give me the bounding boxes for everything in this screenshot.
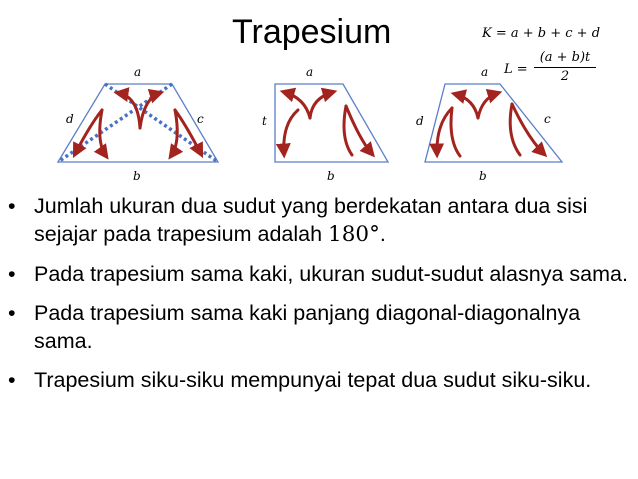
area-formula-numerator: (a + b)t [534,50,596,68]
slide-title: Trapesium [232,13,392,51]
side-label-b: b [327,169,335,183]
area-formula-fraction: (a + b)t 2 [534,50,596,85]
bullet-icon: • [8,301,16,325]
angle-arrow [138,88,165,130]
area-formula-denominator: 2 [560,69,570,84]
bullet-text: Jumlah ukuran dua sudut yang berdekatan … [34,194,588,246]
angle-arrow [476,88,503,120]
angle-arrow [508,102,522,157]
trapezoid-diagrams: a b d c a b t [56,65,564,183]
angle-arrow [308,87,338,120]
angle-arrow [510,102,548,158]
angle-arrow [449,106,462,158]
bullet-item: • Pada trapesium sama kaki, ukuran sudut-… [8,260,633,288]
angle-arrow [168,108,184,160]
angle-arrow [344,104,375,158]
bullet-text: Pada trapesium sama kaki panjang diagona… [34,301,581,353]
side-label-a: a [481,65,488,79]
bullet-item: • Pada trapesium sama kaki panjang diagon… [8,299,633,355]
side-label-t: t [262,114,267,128]
bullet-math: 180° [328,222,380,247]
side-label-c: c [197,112,204,126]
bullet-text: Pada trapesium sama kaki, ukuran sudut-s… [34,262,628,286]
isosceles-trapezoid-diagram: a b d c [56,65,220,183]
angle-arrow [275,108,300,159]
trapezoid-outline [274,83,390,163]
bullet-text: Trapesium siku-siku mempunyai tepat dua … [34,368,592,392]
angle-arrow [342,104,354,157]
trapezoid-outline [424,83,564,163]
bullet-icon: • [8,194,16,218]
side-label-d: d [66,112,74,126]
angle-arrow [113,87,142,130]
bullet-icon: • [8,368,16,392]
angle-arrow [72,108,104,158]
angle-arrow [450,89,480,120]
side-label-a: a [306,65,313,79]
bullet-list: • Jumlah ukuran dua sudut yang berdekatan… [8,192,633,405]
right-trapezoid-diagram: a b t [262,65,390,183]
angle-arrow [93,108,109,160]
angle-arrow [429,106,454,159]
bullet-item: • Trapesium siku-siku mempunyai tepat dua… [8,366,633,394]
area-formula-lhs: L = [504,62,528,77]
side-label-d: d [416,114,424,128]
perimeter-formula: K = a + b + c + d [482,26,601,41]
general-trapezoid-diagram: a b d c [416,65,564,183]
side-label-b: b [479,169,487,183]
bullet-icon: • [8,262,16,286]
side-label-a: a [134,65,141,79]
side-label-b: b [133,169,141,183]
bullet-text-end: . [379,222,386,246]
side-label-c: c [544,112,551,126]
angle-arrow [279,87,312,120]
trapezoid-outline [56,83,220,163]
bullet-item: • Jumlah ukuran dua sudut yang berdekatan… [8,192,633,249]
